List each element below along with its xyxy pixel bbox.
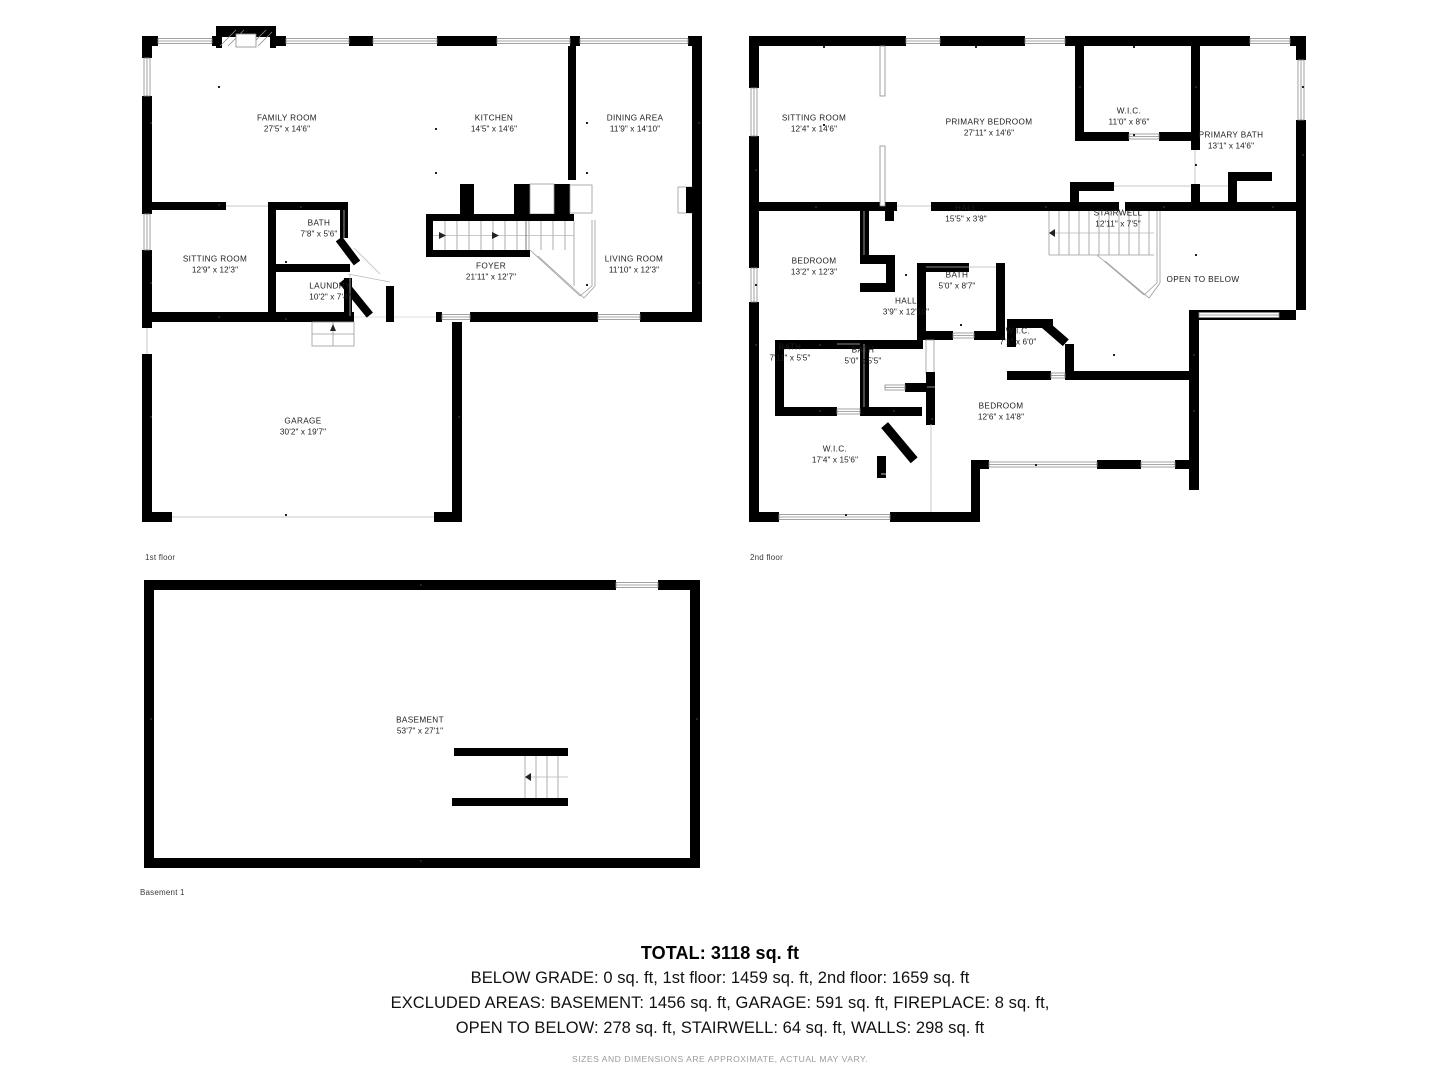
summary-line-excluded-2: OPEN TO BELOW: 278 sq. ft, STAIRWELL: 64… [455,1018,985,1037]
summary-disclaimer: SIZES AND DIMENSIONS ARE APPROXIMATE, AC… [571,1054,869,1065]
summary-line-grade: BELOW GRADE: 0 sq. ft, 1st floor: 1459 s… [470,969,970,988]
area-summary: TOTAL: 3118 sq. ft BELOW GRADE: 0 sq. ft… [0,940,1440,1064]
first-floor-drawing [142,26,702,522]
floor-caption-second: 2nd floor [750,553,783,562]
second-floor-drawing [749,36,1306,522]
floor-caption-first: 1st floor [145,553,176,562]
basement-drawing [144,580,700,868]
summary-total: TOTAL: 3118 sq. ft [640,943,800,963]
floor-caption-basement: Basement 1 [140,888,185,897]
summary-line-excluded-1: EXCLUDED AREAS: BASEMENT: 1456 sq. ft, G… [390,993,1050,1012]
